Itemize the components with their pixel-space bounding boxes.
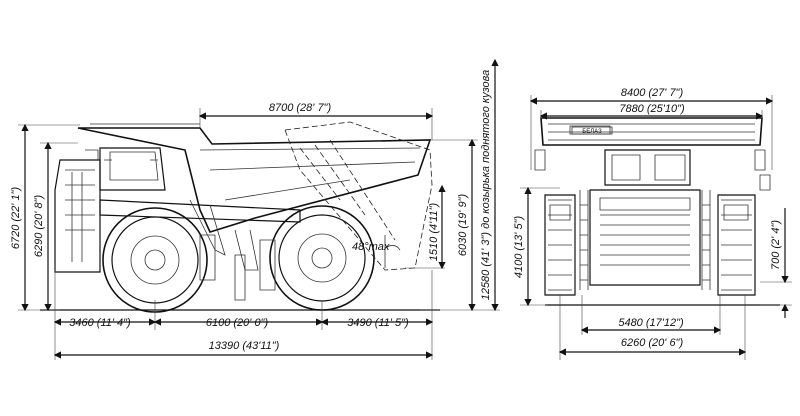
rear-overhang-label: 3490 (11' 5") bbox=[347, 317, 409, 329]
front-track-label: 6260 (20' 6") bbox=[621, 337, 684, 349]
front-overhang-label: 3460 (11' 4") bbox=[69, 317, 131, 329]
body-height-label: 6290 (20' 8") bbox=[33, 195, 45, 258]
rear-track-label: 5480 (17'12") bbox=[618, 317, 684, 329]
ground-clearance-label: 700 (2' 4") bbox=[770, 220, 782, 270]
body-width-label: 7880 (25'10") bbox=[619, 103, 685, 115]
raised-height-label: 6030 (19' 9") bbox=[457, 194, 469, 257]
raised-total-label: 12580 (41' 3") до козырька поднятого куз… bbox=[480, 70, 492, 301]
total-height-label: 6720 (22' 1") bbox=[10, 187, 22, 250]
dump-clearance-label: 1510 (4'11") bbox=[428, 202, 440, 261]
side-view-truck bbox=[40, 121, 440, 313]
deck-height-label: 4100 (13' 5") bbox=[513, 216, 525, 279]
brand-label: БЕЛАЗ bbox=[582, 129, 602, 135]
overall-width-label: 8400 (27' 7") bbox=[621, 87, 684, 99]
dump-angle-label: 48°max bbox=[352, 241, 390, 253]
overall-length-label: 13390 (43'11") bbox=[209, 340, 280, 352]
body-length-label: 8700 (28' 7") bbox=[269, 102, 332, 114]
front-view-truck bbox=[534, 117, 780, 306]
wheelbase-label: 6100 (20' 0") bbox=[206, 317, 269, 329]
